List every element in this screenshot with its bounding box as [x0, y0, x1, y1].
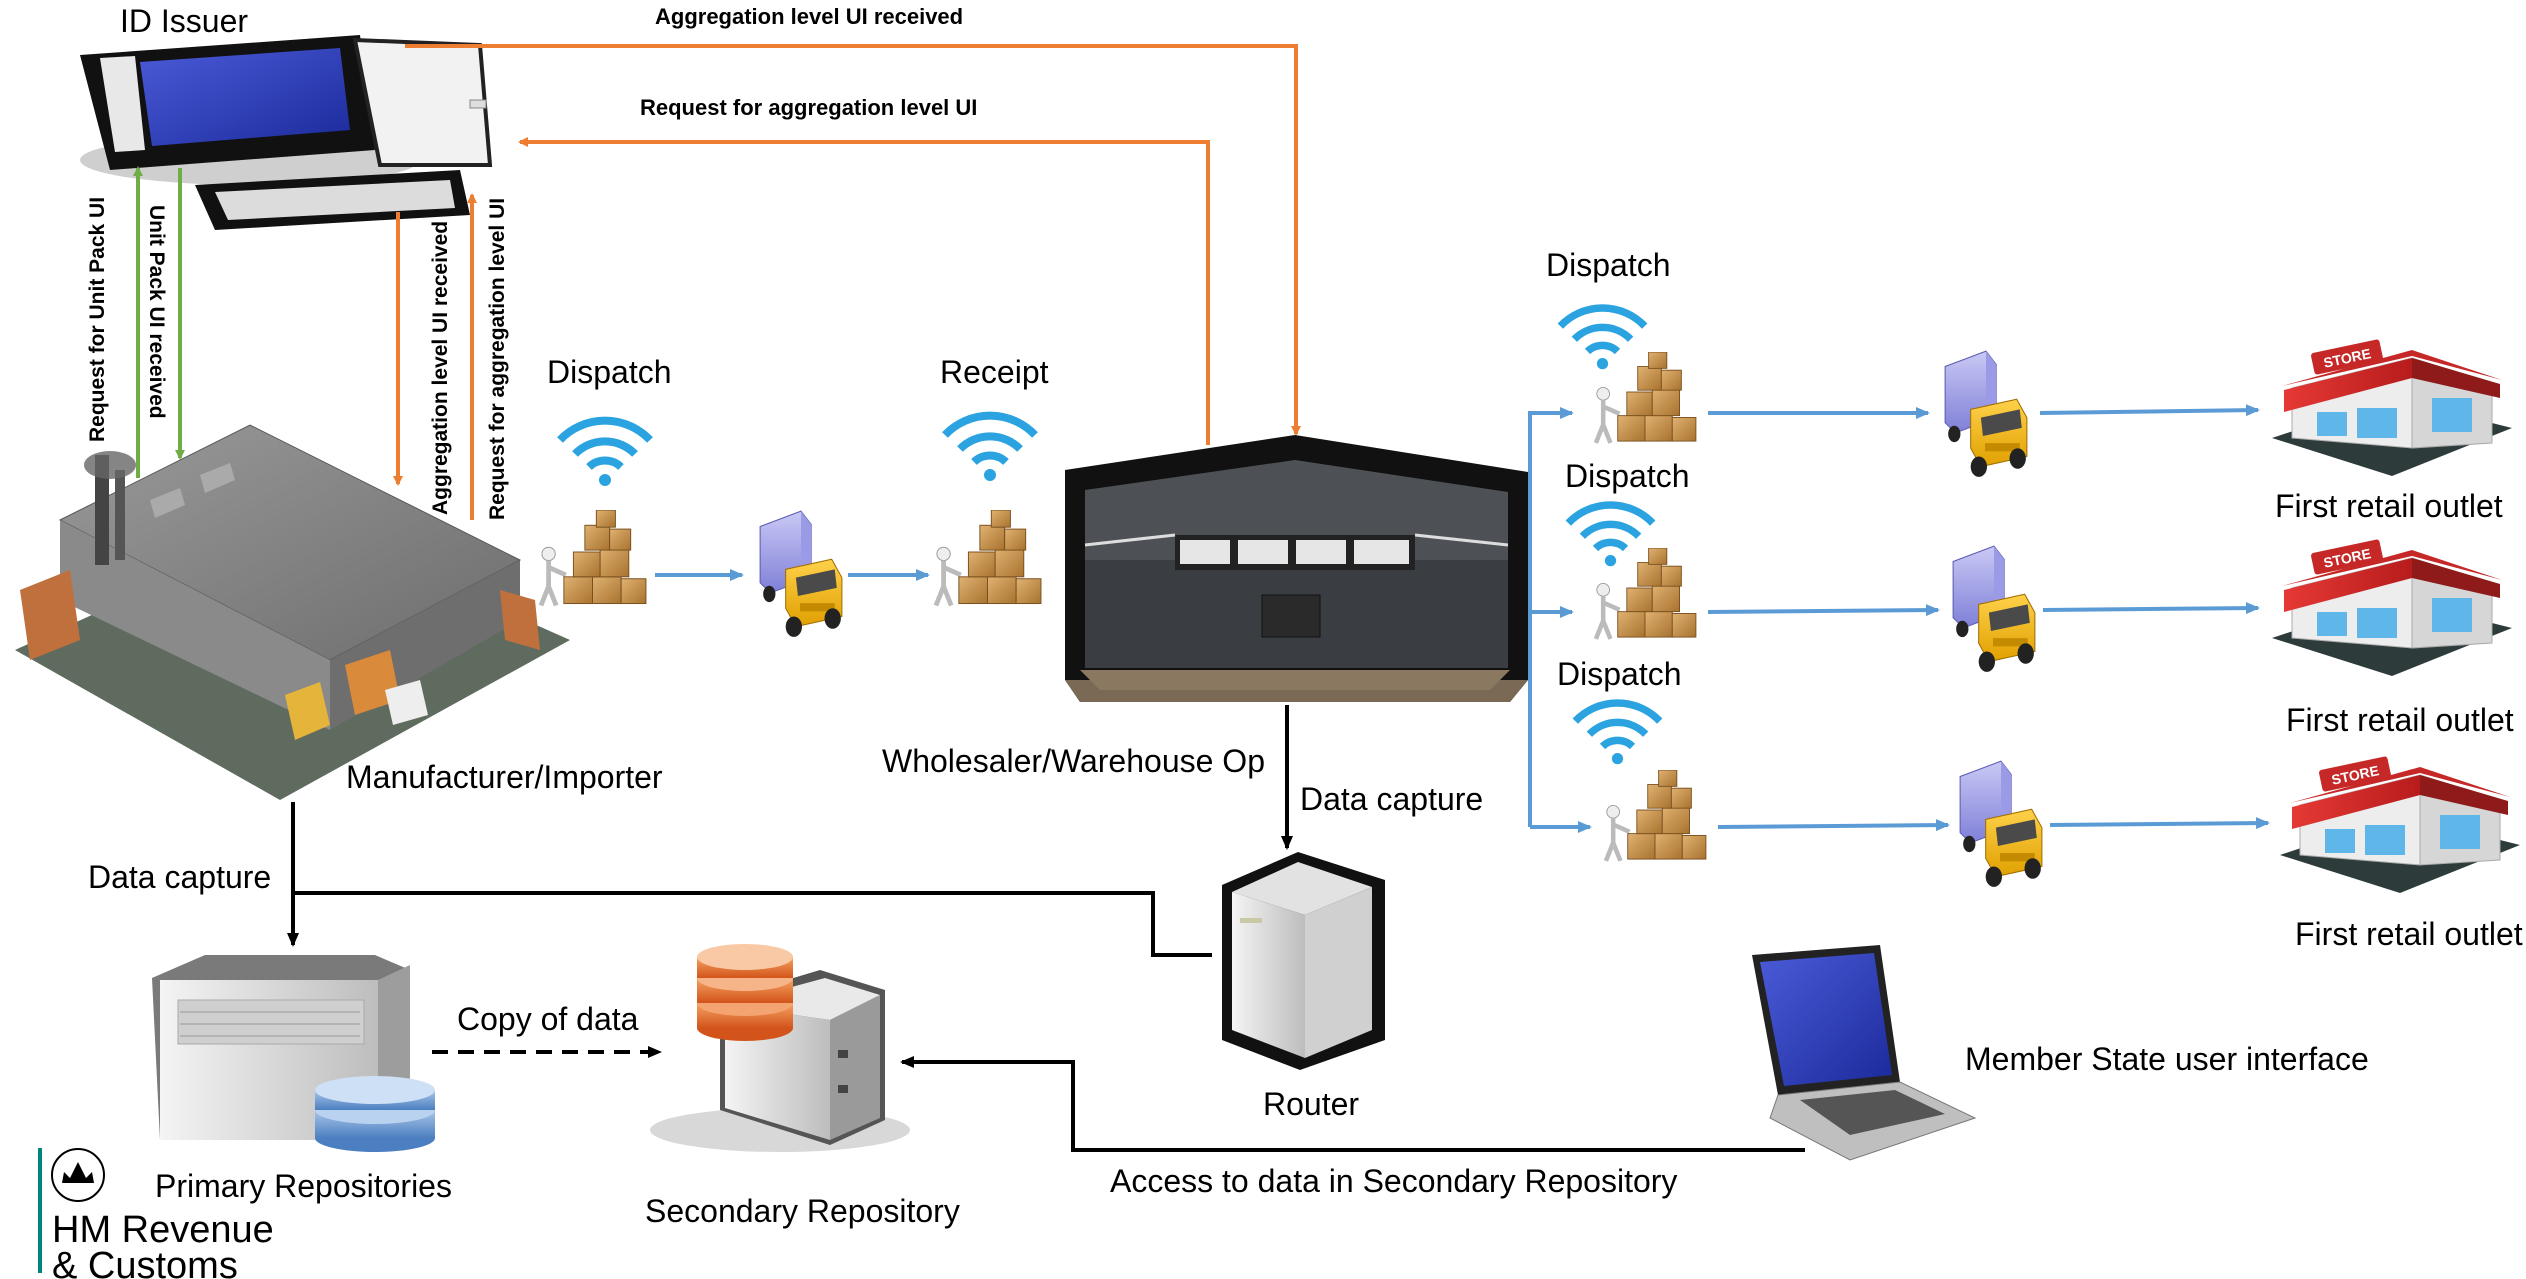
truck-icon — [1959, 760, 2043, 888]
agg-received-vert-label: Aggregation level UI received — [429, 221, 452, 515]
req-unit-pack-label: Request for Unit Pack UI — [86, 197, 109, 442]
agg-received-top-label: Aggregation level UI received — [655, 4, 963, 29]
blue-arrow — [2049, 817, 2270, 830]
manufacturer-label: Manufacturer/Importer — [346, 759, 663, 795]
retail-1-label: First retail outlet — [2275, 488, 2503, 524]
dispatch-3-label: Dispatch — [1565, 458, 1690, 494]
orange-flow-agg-request — [518, 137, 1210, 445]
member-state-laptop-icon — [1752, 945, 1977, 1161]
retail-3-label: First retail outlet — [2295, 916, 2523, 952]
warehouse-icon — [1065, 435, 1528, 702]
manufacturer-factory-icon — [15, 424, 570, 800]
store-icon — [2279, 755, 2521, 894]
primary-repository-database-icon — [315, 1076, 435, 1152]
router-icon — [1222, 852, 1385, 1070]
data-capture-left-label: Data capture — [88, 859, 271, 895]
receipt-label: Receipt — [940, 354, 1049, 390]
hmrc-logo — [38, 1148, 105, 1273]
orange-flow-agg-received — [405, 44, 1301, 436]
router-label: Router — [1263, 1086, 1359, 1122]
id-issuer-label: ID Issuer — [120, 3, 248, 39]
router-to-primary-line — [293, 891, 1212, 957]
blue-arrow — [1707, 604, 1940, 617]
wifi-icon — [1568, 505, 1652, 566]
blue-branch-top — [1528, 407, 1574, 827]
agg-request-top-label: Request for aggregation level UI — [640, 95, 977, 120]
secondary-repo-label: Secondary Repository — [645, 1193, 960, 1229]
wifi-icon — [1575, 703, 1659, 764]
truck-icon — [1944, 350, 2028, 478]
wifi-icon — [1560, 308, 1644, 369]
truck-icon — [1952, 545, 2036, 673]
hmrc-line1: HM Revenue — [52, 1209, 274, 1251]
copy-of-data-label: Copy of data — [457, 1001, 639, 1037]
primary-repos-label: Primary Repositories — [155, 1168, 452, 1204]
store-icon — [2271, 538, 2513, 677]
agg-request-vert-label: Request for aggregation level UI — [486, 198, 509, 520]
unit-pack-received-label: Unit Pack UI received — [145, 205, 168, 419]
retail-2-label: First retail outlet — [2286, 702, 2514, 738]
member-state-ui-label: Member State user interface — [1965, 1041, 2369, 1077]
dispatch-2-label: Dispatch — [1546, 247, 1671, 283]
hmrc-line2: & Customs — [52, 1245, 238, 1279]
wifi-icon — [945, 416, 1035, 481]
boxes-icon — [541, 510, 646, 605]
wifi-icon — [560, 421, 650, 486]
blue-arrow — [1717, 819, 1950, 832]
wholesaler-label: Wholesaler/Warehouse Op — [882, 743, 1265, 779]
boxes-icon — [1606, 770, 1706, 861]
dispatch-4-label: Dispatch — [1557, 656, 1682, 692]
access-secondary-label: Access to data in Secondary Repository — [1110, 1163, 1677, 1199]
dispatch-1-label: Dispatch — [547, 354, 672, 390]
data-capture-right-label: Data capture — [1300, 781, 1483, 817]
crown-icon — [62, 1162, 94, 1183]
blue-arrow — [2039, 404, 2260, 417]
id-issuer-computer-icon — [80, 35, 493, 230]
access-arrow — [900, 1056, 1805, 1152]
boxes-icon — [936, 510, 1041, 605]
store-icon — [2271, 338, 2513, 477]
blue-arrow — [2042, 602, 2260, 615]
secondary-repository-database-icon — [697, 944, 793, 1041]
boxes-icon — [1596, 352, 1696, 443]
truck-icon — [759, 510, 843, 638]
